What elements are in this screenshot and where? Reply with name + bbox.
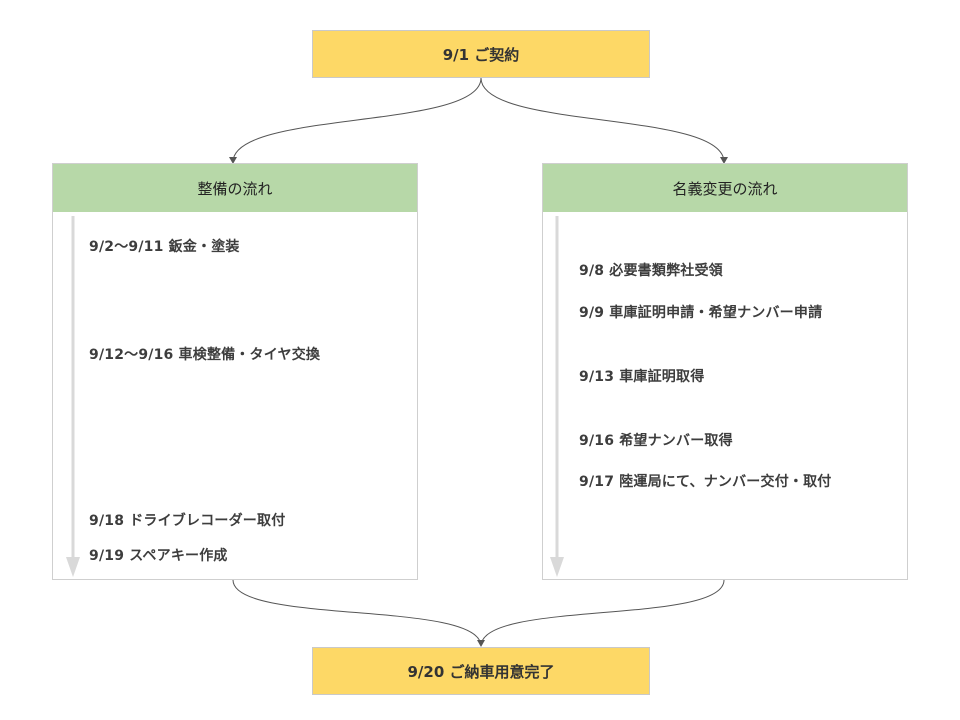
registration-panel-header: 名義変更の流れ xyxy=(543,164,907,212)
delivery-ready-box: 9/20 ご納車用意完了 xyxy=(312,647,650,695)
maintenance-panel-title: 整備の流れ xyxy=(197,179,273,198)
connector-bottom-right xyxy=(480,579,725,647)
connector-top-right xyxy=(480,77,725,163)
contract-label: 9/1 ご契約 xyxy=(442,45,520,64)
registration-item: 9/17 陸運局にて、ナンバー交付・取付 xyxy=(579,474,832,490)
connector-bottom-left xyxy=(232,579,482,647)
maintenance-item: 9/19 スペアキー作成 xyxy=(89,548,228,564)
contract-box: 9/1 ご契約 xyxy=(312,30,650,78)
connector-top-left xyxy=(232,77,482,163)
registration-panel: 名義変更の流れ 9/8 必要書類弊社受領 9/9 車庫証明申請・希望ナンバー申請… xyxy=(542,163,908,580)
maintenance-item: 9/18 ドライブレコーダー取付 xyxy=(89,513,286,529)
registration-item: 9/16 希望ナンバー取得 xyxy=(579,433,733,449)
arrowhead-bottom xyxy=(477,640,485,647)
maintenance-panel: 整備の流れ 9/2〜9/11 鈑金・塗装 9/12〜9/16 車検整備・タイヤ交… xyxy=(52,163,418,580)
maintenance-panel-header: 整備の流れ xyxy=(53,164,417,212)
registration-panel-title: 名義変更の流れ xyxy=(672,179,778,198)
registration-item: 9/9 車庫証明申請・希望ナンバー申請 xyxy=(579,305,823,321)
registration-item: 9/13 車庫証明取得 xyxy=(579,369,705,385)
registration-item: 9/8 必要書類弊社受領 xyxy=(579,263,723,279)
maintenance-item: 9/2〜9/11 鈑金・塗装 xyxy=(89,239,240,255)
delivery-ready-label: 9/20 ご納車用意完了 xyxy=(407,662,555,681)
maintenance-item: 9/12〜9/16 車検整備・タイヤ交換 xyxy=(89,347,321,363)
